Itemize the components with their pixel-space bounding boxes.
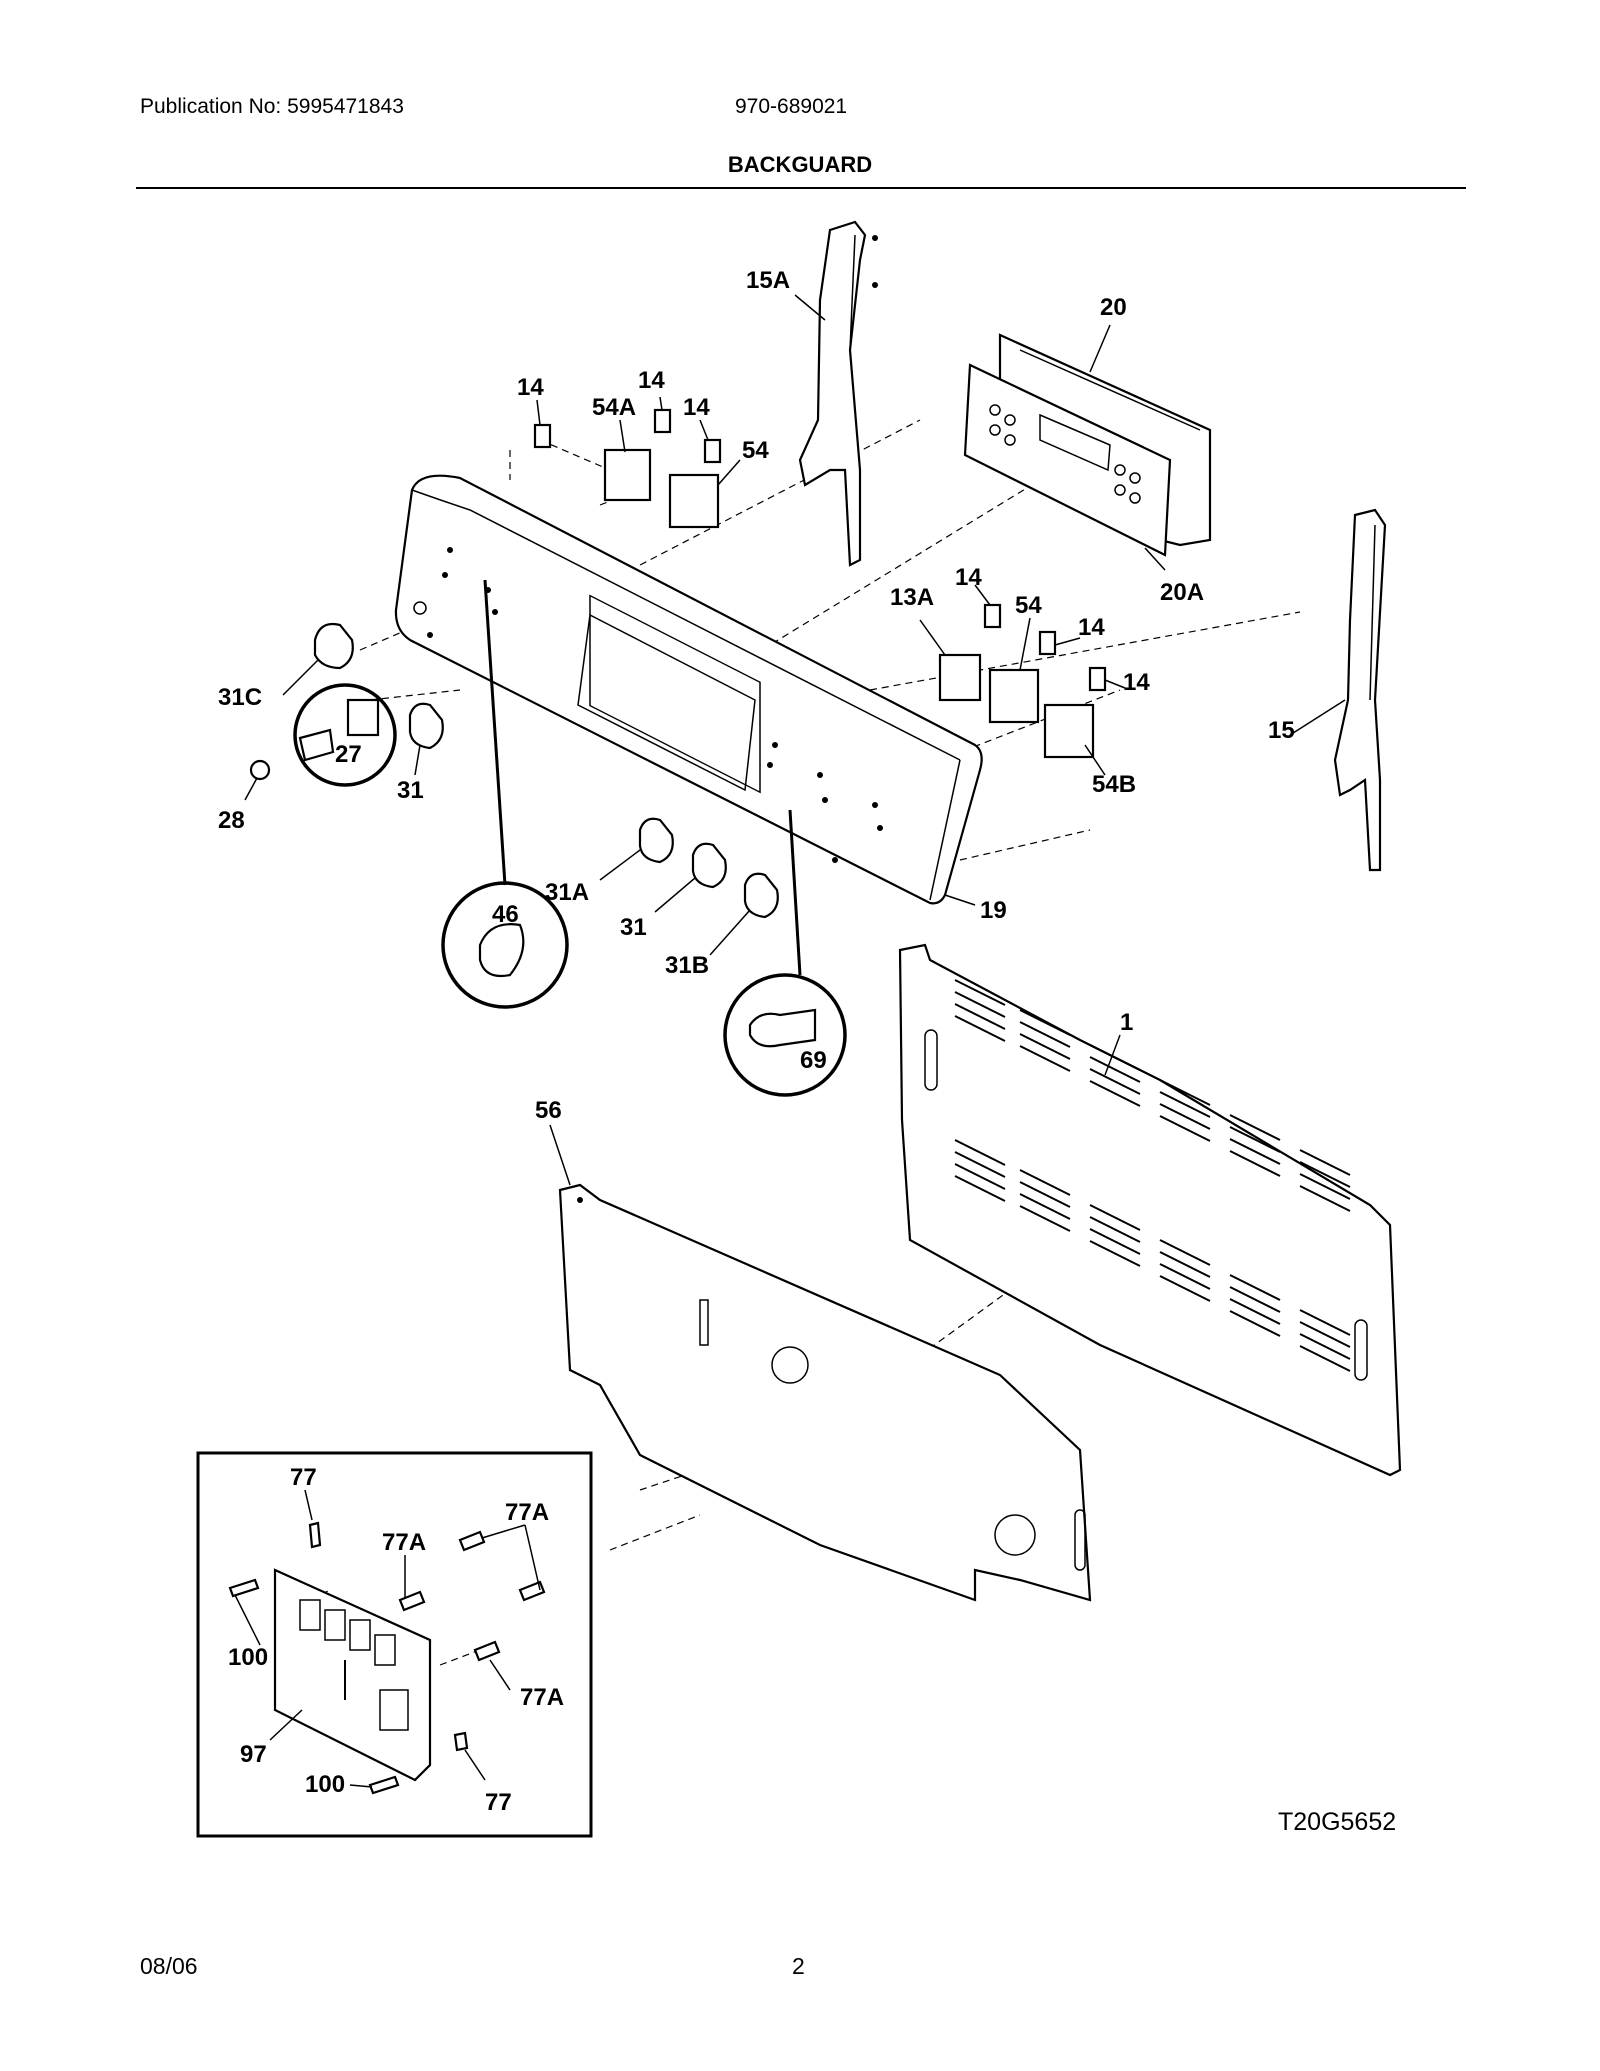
callout-27: 27 — [335, 741, 362, 768]
end-cap-15a — [798, 220, 878, 567]
callout-31: 31 — [620, 914, 647, 941]
callout-77: 77 — [290, 1464, 317, 1491]
vent-slots-upper — [954, 979, 1351, 1212]
callout-54b: 54B — [1092, 771, 1136, 798]
callout-13a: 13A — [890, 584, 934, 611]
callout-1: 1 — [1120, 1009, 1133, 1036]
end-cap-15 — [1333, 508, 1387, 872]
leader-lines — [234, 294, 1346, 1788]
callout-31a: 31A — [545, 879, 589, 906]
footer-date: 08/06 — [140, 1953, 198, 1979]
callout-31b: 31B — [665, 952, 709, 979]
callout-14: 14 — [683, 394, 710, 421]
callout-20a: 20A — [1160, 579, 1204, 606]
page-title: BACKGUARD — [727, 152, 873, 177]
callout-14: 14 — [955, 564, 982, 591]
switches-group — [533, 408, 1107, 759]
detail-inset-69 — [723, 809, 847, 1097]
detail-inset-27 — [293, 683, 397, 787]
callout-100: 100 — [228, 1644, 268, 1671]
drawing-code: T20G5652 — [1278, 1808, 1396, 1836]
callout-69: 69 — [800, 1047, 827, 1074]
callout-77a: 77A — [505, 1499, 549, 1526]
detail-inset-46 — [441, 579, 569, 1009]
vent-slots-lower — [954, 1139, 1351, 1372]
callout-14: 14 — [1123, 669, 1150, 696]
callout-31: 31 — [397, 777, 424, 804]
callout-20: 20 — [1100, 294, 1127, 321]
callout-46: 46 — [492, 901, 519, 928]
callout-77a: 77A — [382, 1529, 426, 1556]
callout-56: 56 — [535, 1097, 562, 1124]
callout-54: 54 — [1015, 592, 1042, 619]
callout-97: 97 — [240, 1741, 267, 1768]
rear-panel-1 — [898, 943, 1402, 1477]
backguard-panel-19 — [394, 474, 983, 905]
electronic-control-20 — [963, 333, 1212, 557]
callout-77: 77 — [485, 1789, 512, 1816]
relay-board-inset — [196, 1451, 593, 1838]
callout-54: 54 — [742, 437, 769, 464]
callout-15a: 15A — [746, 267, 790, 294]
header-rule — [136, 187, 1466, 189]
callout-54a: 54A — [592, 394, 636, 421]
callout-14: 14 — [517, 374, 544, 401]
callout-31c: 31C — [218, 684, 262, 711]
callout-14: 14 — [1078, 614, 1105, 641]
callout-77a: 77A — [520, 1684, 564, 1711]
callout-15: 15 — [1268, 717, 1295, 744]
model-number: 970-689021 — [735, 95, 848, 118]
callout-28: 28 — [218, 807, 245, 834]
callout-labels: 15A 20 14 14 54A 14 54 20A 14 13A 54 14 … — [218, 267, 1295, 1816]
publication-number: Publication No: 5995471843 — [140, 95, 404, 118]
callout-19: 19 — [980, 897, 1007, 924]
lower-panel-56 — [558, 1183, 1092, 1602]
page-number: 2 — [792, 1953, 805, 1979]
callout-14: 14 — [638, 367, 665, 394]
callout-100: 100 — [305, 1771, 345, 1798]
knobs-group — [249, 622, 779, 919]
